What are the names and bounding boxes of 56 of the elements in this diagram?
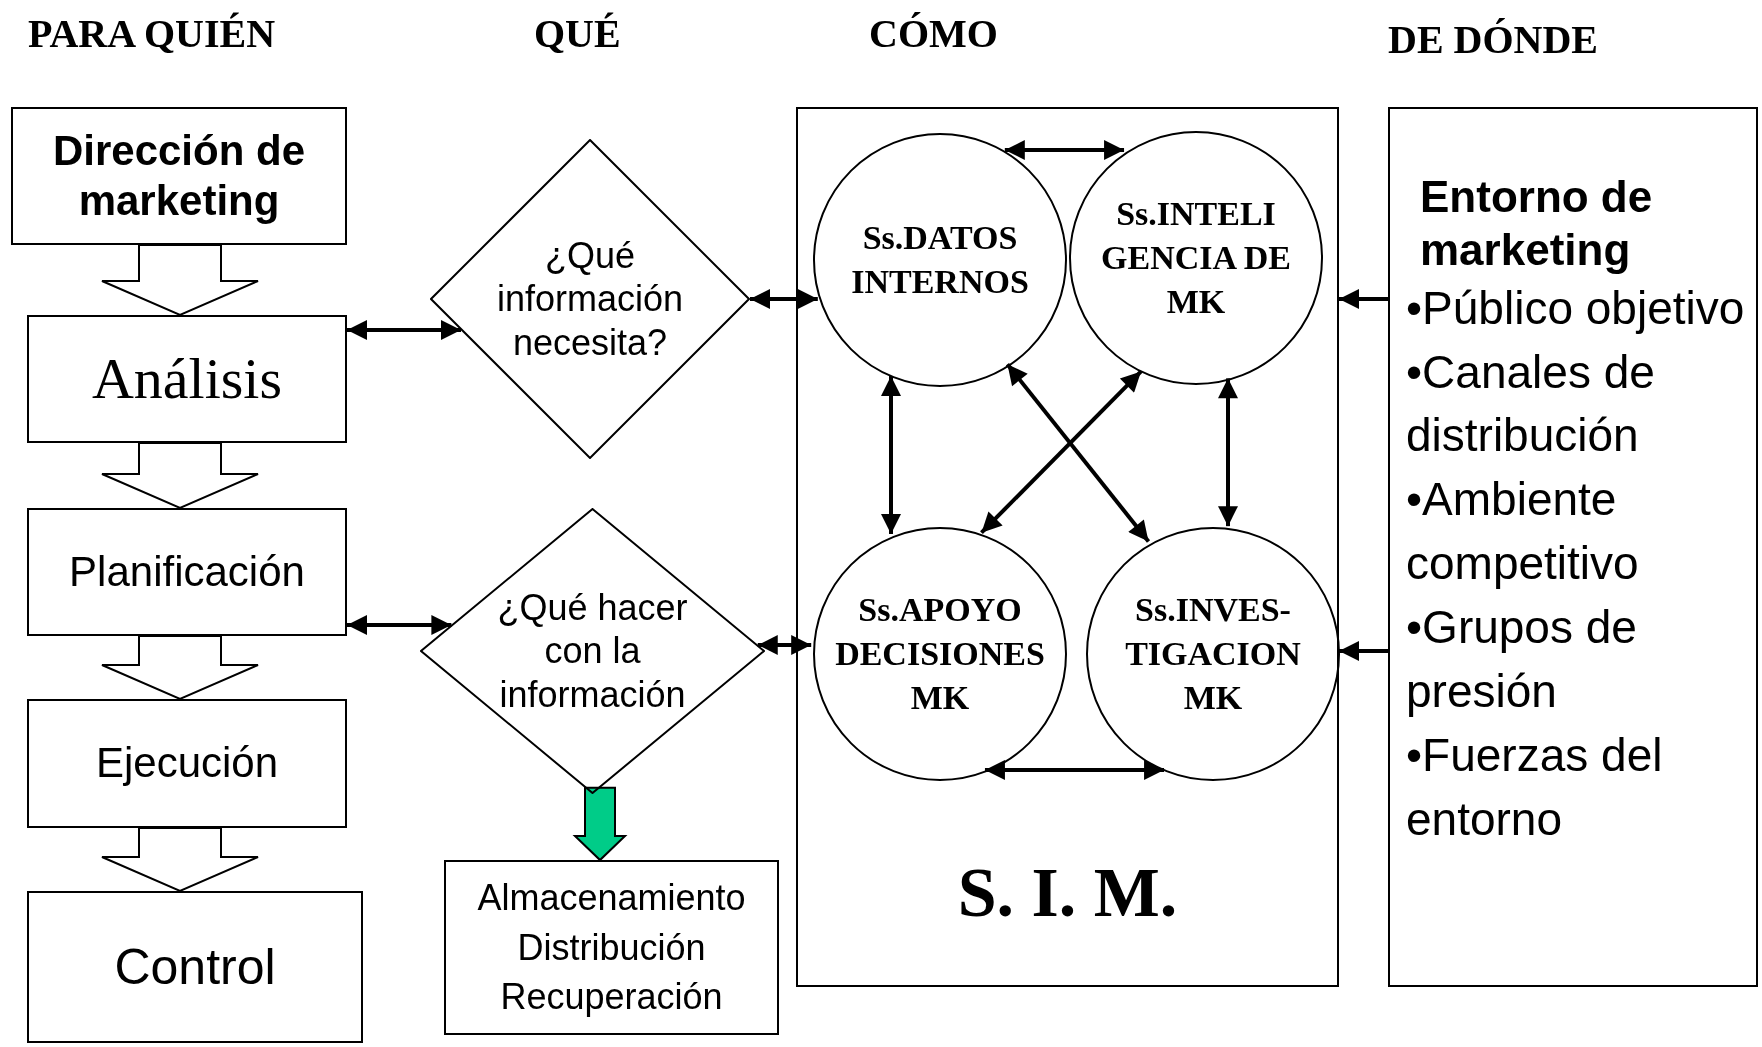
system-title: S. I. M. (957, 853, 1178, 933)
block-arrow (101, 244, 259, 317)
column-heading: DE DÓNDE (1388, 16, 1599, 63)
system-frame (796, 107, 1339, 987)
box-label: Planificación (69, 546, 305, 597)
process-box (27, 699, 347, 828)
double-arrow (750, 289, 818, 309)
box-label: Almacenamiento (477, 876, 746, 920)
process-box (27, 315, 347, 443)
process-box (11, 107, 347, 245)
bullet-item: •Canales de distribución (1406, 344, 1656, 464)
block-arrow (101, 442, 259, 510)
column-heading: CÓMO (869, 10, 998, 57)
subsystem-label: Ss.APOYO DECISIONES MK (834, 589, 1046, 719)
block-arrow (101, 827, 259, 893)
arrow (1339, 641, 1388, 661)
subsystem-circle (1069, 131, 1323, 385)
double-arrow (757, 635, 812, 655)
info-panel (1388, 107, 1758, 987)
block-arrow (101, 635, 259, 701)
bullet-item: •Fuerzas del entorno (1406, 728, 1664, 848)
double-arrow (881, 376, 901, 534)
bullet-item: •Grupos de presión (1406, 600, 1638, 720)
box-label: Análisis (91, 345, 283, 414)
double-arrow (1004, 140, 1125, 160)
subsystem-label: Ss.DATOS INTERNOS (850, 217, 1030, 302)
box-label: Distribución (517, 925, 706, 970)
subsystem-label: Ss.INVES- TIGACION MK (1124, 589, 1302, 719)
decision-diamond (430, 139, 750, 459)
column-heading: PARA QUIÉN (28, 10, 276, 57)
double-arrow (980, 370, 1143, 535)
arrow (1339, 289, 1388, 309)
box-label: Ejecución (95, 738, 279, 789)
subsystem-circle (813, 527, 1067, 781)
block-arrow (572, 786, 628, 862)
question-text: ¿Qué información necesita? (495, 234, 685, 364)
question-text: ¿Qué hacer con la información (496, 586, 689, 716)
subsystem-label: Ss.INTELI GENCIA DE MK (1100, 193, 1292, 323)
double-arrow (1005, 363, 1151, 543)
process-box (444, 860, 779, 1035)
double-arrow (984, 760, 1165, 780)
double-arrow (347, 320, 461, 340)
double-arrow (1218, 378, 1238, 527)
subsystem-circle (813, 133, 1067, 387)
column-heading: QUÉ (534, 10, 621, 57)
subsystem-circle (1086, 527, 1340, 781)
bullet-item: •Público objetivo (1406, 280, 1745, 336)
process-box (27, 891, 363, 1043)
process-box (27, 508, 347, 636)
double-arrow (347, 615, 452, 635)
box-label: Dirección de marketing (51, 125, 307, 226)
decision-diamond (420, 508, 765, 794)
bullet-item: •Ambiente competitivo (1406, 472, 1640, 592)
box-label: Recuperación (500, 975, 723, 1020)
box-label: Control (114, 938, 276, 997)
panel-heading: Entorno de marketing (1420, 171, 1654, 276)
